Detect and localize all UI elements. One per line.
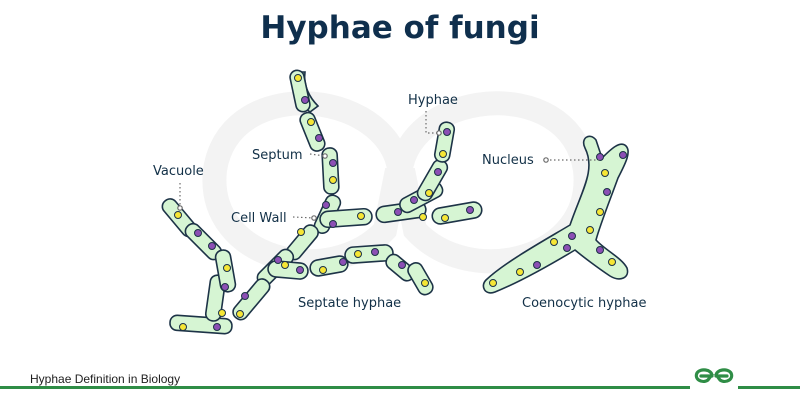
leader-end [177,205,183,211]
cell-wall-leader [292,216,315,219]
label-coenocytic-hyphae: Coenocytic hyphae [522,296,646,311]
hypha-cell [319,207,373,229]
coenocytic-body [482,135,629,294]
watermark-logo [202,91,598,274]
nucleus [315,134,323,142]
nucleus [281,261,289,269]
nucleus [319,266,327,274]
nucleus [339,258,347,266]
hypha-cell [344,244,394,264]
gfg-logo-icon [690,362,738,390]
page-title: Hyphae of fungi [260,10,540,46]
nucleus [223,264,231,272]
nucleus [301,96,309,104]
nucleus [296,266,304,274]
label-cell-wall: Cell Wall [231,211,287,226]
nucleus [489,279,497,287]
nucleus [441,214,449,222]
nucleus [274,256,282,264]
nucleus [208,242,216,250]
nucleus [586,226,594,234]
label-septum: Septum [252,148,303,163]
nucleus [410,196,418,204]
nucleus [294,74,302,82]
nucleus [568,232,576,240]
nucleus [297,228,305,236]
nucleus [601,169,609,177]
leader-end [436,130,442,136]
nucleus [221,283,229,291]
hypha-cell [407,262,434,296]
nucleus [596,246,604,254]
hypha-cell [416,159,449,202]
nucleus [236,310,244,318]
nucleus [194,229,202,237]
nucleus [357,212,365,220]
label-septate-hyphae: Septate hyphae [298,296,401,311]
coenocytic-nuclei [489,151,627,287]
septate-nuclei [174,74,474,331]
nucleus [371,248,379,256]
hypha-cell [431,201,483,225]
nucleus [619,151,627,159]
leader-dots [177,130,549,221]
nucleus [439,150,447,158]
nucleus [596,153,604,161]
nucleus [398,261,406,269]
nucleus [322,201,330,209]
label-hyphae: Hyphae [408,93,458,108]
footer-caption: Hyphae Definition in Biology [30,372,181,386]
nucleus [533,261,541,269]
nucleus [307,118,315,126]
nucleus [434,168,442,176]
hypha-cell [267,260,309,280]
nucleus [218,309,226,317]
coenocytic-hyphae [482,135,629,294]
nucleus [354,250,362,258]
nucleus [213,323,221,331]
nucleus [563,244,571,252]
nucleus [394,208,402,216]
nucleus [443,128,451,136]
nucleus [329,159,337,167]
nucleus [516,268,524,276]
leader-end [311,215,317,221]
nucleus [329,176,337,184]
label-vacuole: Vacuole [153,164,204,179]
leader-end [322,153,328,159]
label-nucleus: Nucleus [482,153,534,168]
nucleus [608,258,616,266]
nucleus [329,220,337,228]
nucleus [603,188,611,196]
leader-end [543,157,549,163]
hypha-cell [169,314,233,335]
footer-divider [0,386,800,389]
nucleus [596,208,604,216]
nucleus [421,279,429,287]
nucleus [419,213,427,221]
nucleus [550,238,558,246]
nucleus [241,292,249,300]
nucleus [425,189,433,197]
nucleus [174,211,182,219]
nucleus [179,323,187,331]
nucleus [466,206,474,214]
